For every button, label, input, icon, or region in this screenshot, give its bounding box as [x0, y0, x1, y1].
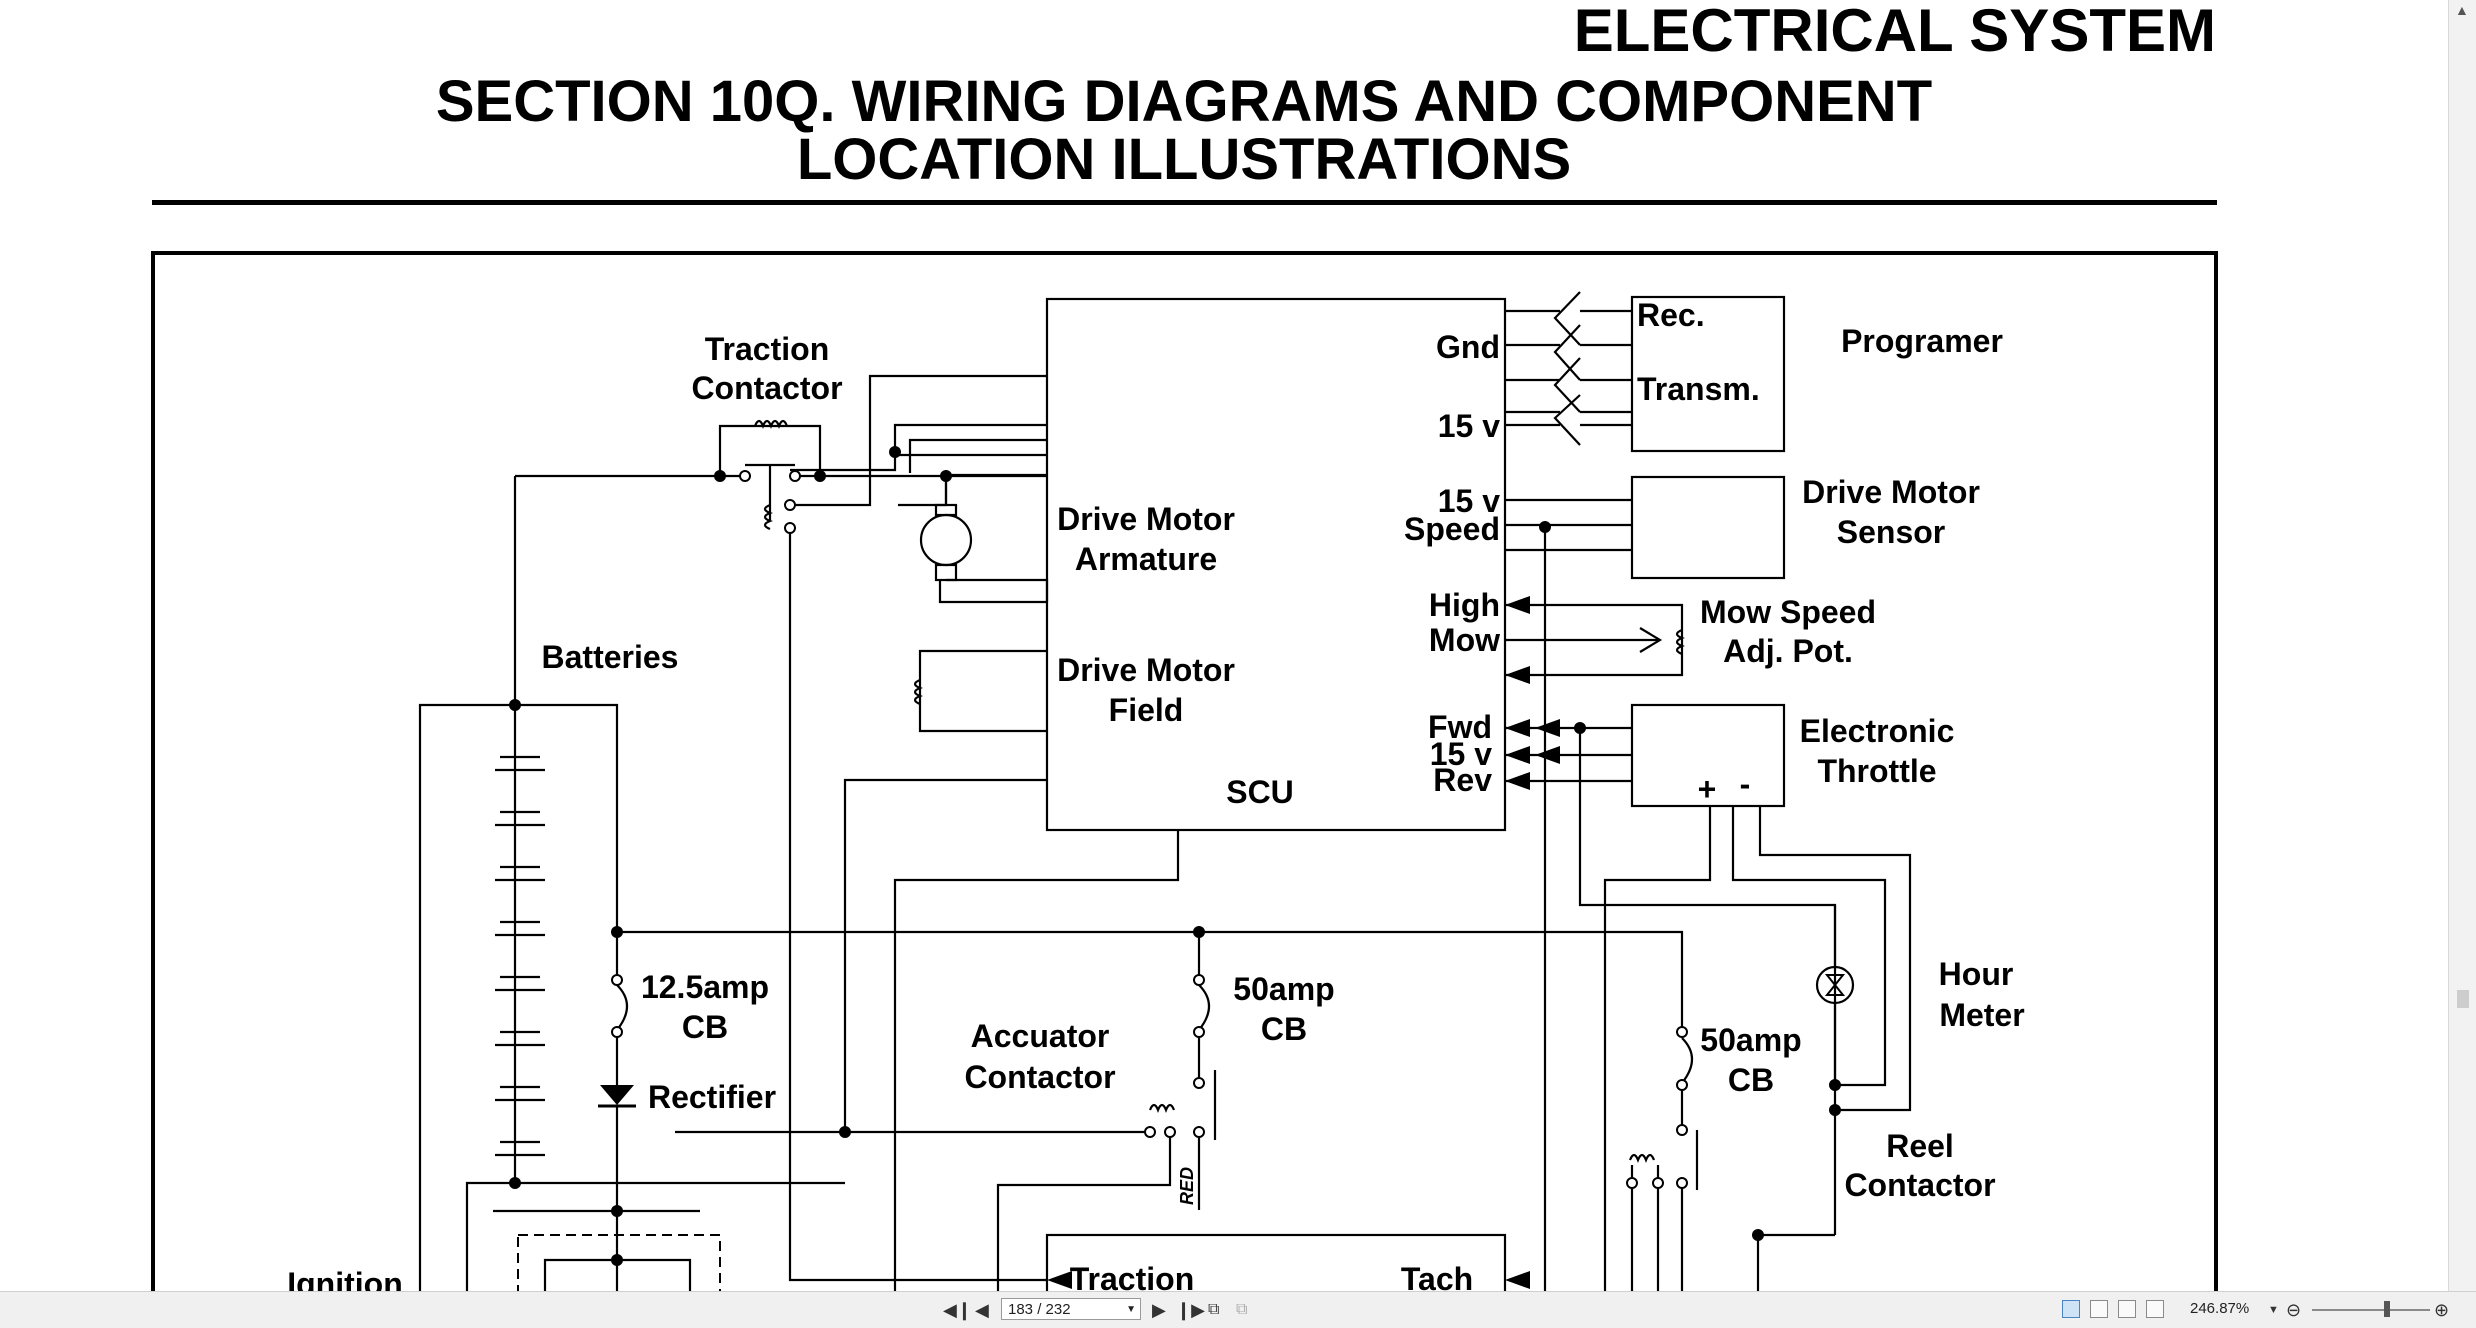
label-15v-b: 15 v — [1438, 483, 1500, 519]
label-drive-motor-sensor-1: Drive Motor — [1802, 474, 1980, 510]
label-electronic-throttle-2: Throttle — [1817, 753, 1936, 789]
label-red: RED — [1177, 1167, 1197, 1205]
viewer-toolbar: ◀❙ ◀ 183 / 232 ▼ ▶ ❙▶ ⧉ ⧉ 246.87% ▼ ⊖ ⊕ — [0, 1291, 2476, 1328]
label-accuator-1: Accuator — [971, 1018, 1110, 1054]
label-drive-motor-field-1: Drive Motor — [1057, 652, 1235, 688]
label-cb-50a-1: 50amp — [1233, 971, 1334, 1007]
label-minus: - — [1740, 766, 1751, 802]
label-tach: Tach — [1401, 1261, 1473, 1291]
diagram-frame — [151, 251, 2218, 1291]
label-hour-meter-1: Hour — [1939, 956, 2014, 992]
label-hour-meter-2: Meter — [1939, 997, 2024, 1033]
traction-contactor-symbol — [513, 424, 1047, 1282]
sensor-wires — [1505, 498, 1632, 1291]
label-scu: SCU — [1226, 774, 1294, 810]
label-mow-speed-2: Adj. Pot. — [1723, 633, 1853, 669]
label-programer: Programer — [1841, 323, 2003, 359]
label-drive-motor-sensor-2: Sensor — [1837, 514, 1945, 550]
page-title-line-1: SECTION 10Q. WIRING DIAGRAMS AND COMPONE… — [435, 69, 1933, 134]
field-coil — [913, 678, 923, 706]
programer-box — [1630, 295, 1786, 453]
label-traction-contactor-2: Contactor — [691, 370, 842, 406]
label-15v-c: 15 v — [1430, 736, 1492, 772]
label-cb-12-5-2: CB — [682, 1009, 728, 1045]
drive-motor-armature-symbol — [919, 503, 1049, 602]
label-cb-12-5-1: 12.5amp — [641, 969, 769, 1005]
cb-12-5-branch — [615, 930, 1684, 1291]
label-cb-50b-1: 50amp — [1700, 1022, 1801, 1058]
reel-contactor-symbol — [1630, 1025, 1835, 1291]
page-indicator: 183 / 232 — [1008, 1301, 1071, 1318]
title-rule — [152, 200, 2217, 205]
last-page-icon[interactable]: ❙▶ — [1176, 1300, 1205, 1320]
scu-left-wires — [675, 374, 1180, 1291]
zoom-slider[interactable] — [2312, 1309, 2430, 1311]
page-number-input[interactable]: 183 / 232 ▼ — [1001, 1298, 1141, 1320]
vertical-scrollbar[interactable]: ▲ — [2448, 0, 2476, 1291]
prev-page-icon[interactable]: ◀ — [975, 1300, 989, 1320]
scroll-up-icon[interactable]: ▲ — [2455, 2, 2469, 18]
label-electronic-throttle-1: Electronic — [1800, 713, 1955, 749]
chevron-down-icon[interactable]: ▼ — [1126, 1304, 1136, 1315]
battery-bank — [418, 703, 845, 1291]
label-drive-motor-field-2: Field — [1109, 692, 1184, 728]
label-high: High — [1429, 587, 1500, 623]
mow-speed-pot — [1505, 603, 1684, 677]
label-cb-50a-2: CB — [1261, 1011, 1307, 1047]
two-page-view-icon[interactable] — [2118, 1300, 2136, 1318]
label-plus: + — [1698, 771, 1717, 807]
zoom-dropdown-icon[interactable]: ▼ — [2268, 1304, 2279, 1316]
programer-wires — [1505, 291, 1632, 446]
first-page-icon[interactable]: ◀❙ — [943, 1300, 972, 1320]
rectifier-symbol — [600, 1085, 634, 1105]
zoom-level[interactable]: 246.87% — [2190, 1300, 2250, 1317]
label-15v-a: 15 v — [1438, 408, 1500, 444]
label-batteries: Batteries — [542, 639, 679, 675]
zoom-slider-knob[interactable] — [2384, 1301, 2390, 1317]
page-title-line-2: LOCATION ILLUSTRATIONS — [796, 127, 1572, 192]
label-rectifier: Rectifier — [648, 1079, 776, 1115]
label-rec: Rec. — [1637, 297, 1705, 333]
label-accuator-2: Contactor — [964, 1059, 1115, 1095]
accuator-contactor-symbol — [845, 932, 1217, 1291]
zoom-out-icon[interactable]: ⊖ — [2286, 1300, 2302, 1320]
label-mow: Mow — [1429, 622, 1500, 658]
label-reel-contactor-2: Contactor — [1844, 1167, 1995, 1203]
section-header: ELECTRICAL SYSTEM — [1573, 0, 2216, 64]
continuous-view-icon[interactable] — [2090, 1300, 2108, 1318]
label-transm: Transm. — [1637, 371, 1760, 407]
label-gnd: Gnd — [1436, 329, 1500, 365]
next-page-icon[interactable]: ▶ — [1152, 1300, 1166, 1320]
insert-pages-icon[interactable]: ⧉ — [1236, 1301, 1248, 1318]
label-mow-speed-1: Mow Speed — [1700, 594, 1876, 630]
zoom-in-icon[interactable]: ⊕ — [2434, 1300, 2450, 1320]
throttle-wires — [1505, 726, 1912, 1291]
label-fwd: Fwd — [1428, 709, 1492, 745]
extract-pages-icon[interactable]: ⧉ — [1208, 1301, 1220, 1318]
label-speed: Speed — [1404, 511, 1500, 547]
single-page-view-icon[interactable] — [2062, 1300, 2080, 1318]
label-cb-50b-2: CB — [1728, 1062, 1774, 1098]
label-ignition: Ignition — [287, 1266, 403, 1291]
drive-motor-sensor-box — [1630, 475, 1786, 580]
label-drive-motor-armature-1: Drive Motor — [1057, 501, 1235, 537]
scrollbar-thumb[interactable] — [2457, 990, 2469, 1008]
document-viewport: ELECTRICAL SYSTEM SECTION 10Q. WIRING DI… — [151, 0, 2218, 1291]
label-reel-contactor-1: Reel — [1886, 1128, 1954, 1164]
label-traction-bottom: Traction — [1070, 1261, 1194, 1291]
wiring-diagram: Traction Contactor Batteries SCU Drive M… — [151, 251, 2218, 1291]
fit-width-icon[interactable] — [2146, 1300, 2164, 1318]
label-rev: Rev — [1433, 762, 1492, 798]
label-drive-motor-armature-2: Armature — [1075, 541, 1217, 577]
label-traction-contactor-1: Traction — [705, 331, 829, 367]
scu-box — [1045, 297, 1507, 832]
traction-controller-box — [1045, 1233, 1507, 1291]
